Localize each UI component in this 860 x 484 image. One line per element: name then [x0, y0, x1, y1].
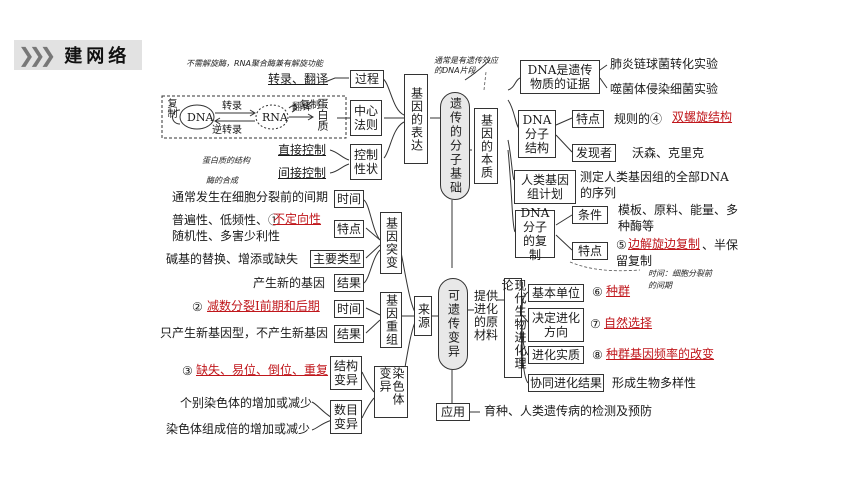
- dogma-protein: 蛋白质: [316, 98, 329, 131]
- dogma-translate: 翻译: [292, 102, 312, 113]
- structure-feature-text: 规则的④: [614, 112, 663, 126]
- gene-essence-box: 基因的本质: [474, 108, 498, 184]
- replication-feature-suffix: 、半保: [702, 238, 739, 252]
- genome-text-2: 的序列: [580, 186, 617, 200]
- replication-time-note: 时间：细胞分裂前的间期: [648, 269, 712, 290]
- mutation-feature-1: 普遍性、低频性、①: [172, 213, 281, 227]
- mutation-time-text: 通常发生在细胞分裂前的间期: [172, 190, 329, 204]
- recomb-time-box: 时间: [334, 300, 364, 318]
- answer-5: 边解旋边复制: [628, 237, 701, 251]
- dogma-replicate-2: 复制: [300, 100, 320, 111]
- genome-text-1: 测定人类基因组的全部DNA: [580, 170, 729, 184]
- provide-material: 提供进化的原材料: [474, 289, 499, 342]
- center-heritable-variation: 可遗传变异: [438, 278, 468, 370]
- recomb-result-box: 结果: [334, 325, 364, 343]
- gene-mutation-box: 基因突变: [380, 212, 402, 274]
- replication-feature-2: 留复制: [616, 254, 653, 268]
- application-box: 应用: [436, 403, 470, 421]
- proof-item-2: 噬菌体侵染细菌实验: [610, 82, 719, 96]
- section-header: ❯❯❯ 建网络: [14, 40, 142, 70]
- answer-8: 种群基因频率的改变: [606, 347, 715, 361]
- replication-condition-2: 种酶等: [618, 219, 655, 233]
- answer-3: 缺失、易位、倒位、重复: [196, 363, 329, 377]
- structure-variation-box: 结构变异: [330, 356, 362, 390]
- process-note: 不需解旋酶，RNA聚合酶兼有解旋功能: [186, 59, 324, 68]
- coevolution-text: 形成生物多样性: [612, 376, 697, 390]
- genome-project-box: 人类基因组计划: [514, 170, 576, 204]
- chrom-number-2: 染色体组成倍的增加或减少: [166, 422, 311, 436]
- structure-feature-box: 特点: [572, 110, 604, 128]
- recomb-result-text: 只产生新基因型，不产生新基因: [160, 326, 329, 340]
- control-note-2: 酶的合成: [206, 176, 238, 185]
- mutation-result-box: 结果: [334, 274, 364, 292]
- chevrons-icon: ❯❯❯: [18, 43, 56, 67]
- mutation-feature-2: 随机性、多害少利性: [172, 229, 281, 243]
- process-text: 转录、翻译: [268, 72, 329, 86]
- header-title: 建网络: [64, 46, 131, 67]
- dna-replication-box: DNA分子的复制: [515, 206, 555, 262]
- central-dogma-box: 中心法则: [350, 100, 382, 136]
- discoverer-box: 发现者: [572, 144, 616, 162]
- mutation-time-box: 时间: [334, 190, 364, 208]
- essence-box: 进化实质: [528, 346, 584, 364]
- control-trait-box: 控制性状: [350, 144, 382, 180]
- unit-num: ⑥: [592, 285, 603, 299]
- proof-item-1: 肺炎链球菌转化实验: [610, 57, 719, 71]
- mutation-result-text: 产生新的基因: [253, 276, 326, 290]
- dna-proof-box: DNA是遗传物质的证据: [520, 60, 600, 94]
- basic-unit-box: 基本单位: [528, 284, 584, 302]
- recomb-time-num: ②: [192, 300, 203, 314]
- mutation-type-box: 主要类型: [310, 250, 364, 268]
- gene-expression-box: 基因的表达: [404, 74, 428, 164]
- gene-recombination-box: 基因重组: [380, 292, 402, 348]
- replication-feature-box: 特点: [572, 242, 608, 260]
- answer-2: 减数分裂Ⅰ前期和后期: [207, 299, 320, 313]
- mutation-feature-box: 特点: [334, 220, 364, 238]
- answer-4: 双螺旋结构: [672, 110, 733, 124]
- answer-6: 种群: [606, 284, 631, 298]
- direction-box: 决定进化方向: [528, 308, 584, 342]
- coevolution-box: 协同进化结果: [528, 374, 604, 392]
- mutation-type-text: 碱基的替换、增添或缺失: [166, 252, 299, 266]
- rna-node: RNA: [262, 111, 288, 124]
- replication-condition-1: 模板、原料、能量、多: [618, 203, 739, 217]
- dna-structure-box: DNA分子结构: [518, 110, 556, 158]
- chrom-number-1: 个别染色体的增加或减少: [180, 396, 313, 410]
- answer-1: 不定向性: [273, 212, 322, 226]
- essence-note: 通常是有遗传效应的DNA片段: [434, 56, 498, 75]
- evolution-theory-box: 现代生物进化理论: [500, 278, 527, 378]
- number-variation-box: 数目变异: [330, 400, 362, 434]
- application-text: 育种、人类遗传病的检测及预防: [484, 404, 653, 418]
- dogma-replicate-1: 复制: [165, 98, 176, 118]
- chrom-struct-num: ③: [182, 364, 193, 378]
- direct-control: 直接控制: [278, 143, 327, 157]
- source-box: 来源: [414, 296, 432, 336]
- indirect-control: 间接控制: [278, 166, 327, 180]
- replication-condition-box: 条件: [572, 206, 608, 224]
- control-note-1: 蛋白质的结构: [202, 156, 250, 165]
- center-molecular-basis: 遗传的分子基础: [440, 92, 470, 200]
- dogma-transcribe: 转录: [222, 101, 242, 112]
- answer-7: 自然选择: [604, 316, 653, 330]
- dna-node: DNA: [187, 111, 214, 124]
- chromosome-variation-box: 染色体变异: [374, 366, 408, 418]
- dir-num: ⑦: [590, 317, 601, 331]
- process-box: 过程: [350, 70, 384, 88]
- essence-num: ⑧: [592, 348, 603, 362]
- discoverer-text: 沃森、克里克: [632, 146, 705, 160]
- dogma-reverse: 逆转录: [212, 125, 242, 136]
- replication-feature-num: ⑤: [616, 238, 627, 252]
